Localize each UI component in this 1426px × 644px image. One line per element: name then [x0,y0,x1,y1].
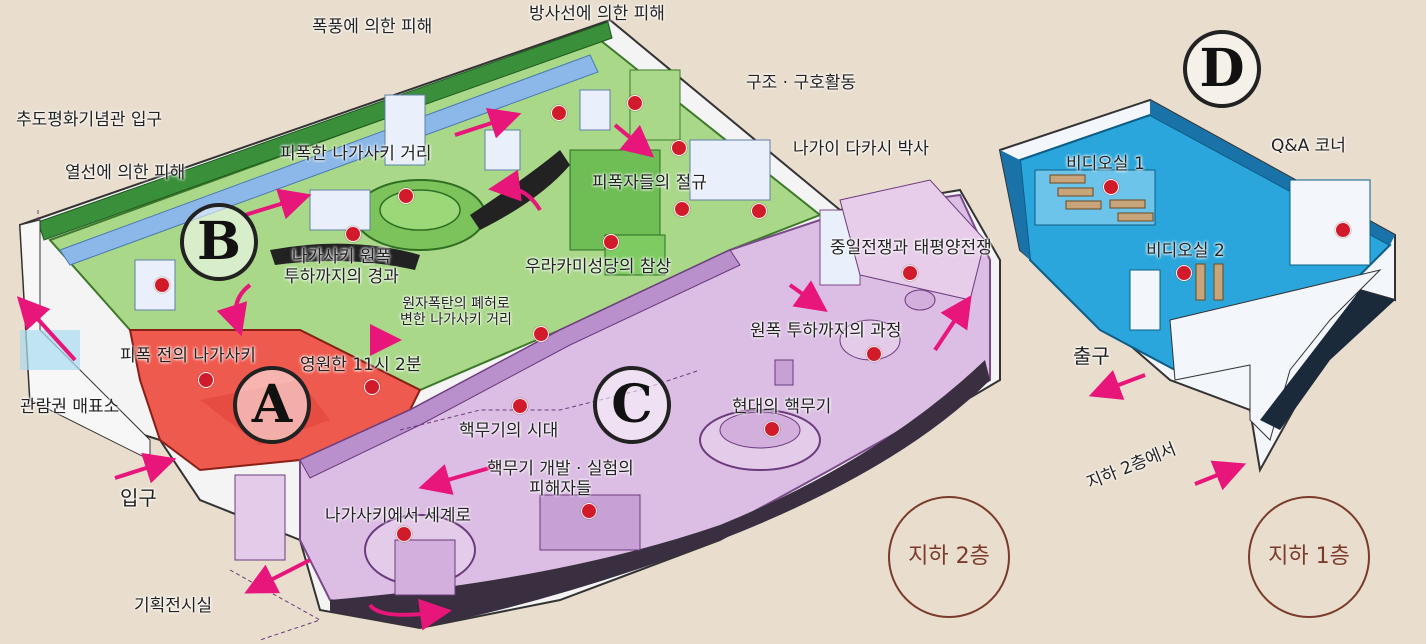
label-video1: 비디오실 1 [1066,154,1145,174]
marker-nuclear-age [512,398,528,414]
label-nagai: 나가이 다카시 박사 [793,139,929,159]
zone-c-badge: C [593,366,671,444]
label-bombed-street: 피폭한 나가사키 거리 [280,144,432,164]
marker-eternal [364,379,380,395]
label-dev-line1: 핵무기 개발 · 실험의 [487,459,634,479]
label-to-world: 나가사키에서 세계로 [325,506,472,526]
label-ticket: 관람권 매표소 [20,397,120,417]
label-heat: 열선에 의한 피해 [65,163,186,183]
label-ruins-line2: 변한 나가사키 거리 [400,312,512,329]
marker-victims-cry [674,201,690,217]
marker-bombed-street [398,188,414,204]
marker-modern [764,421,780,437]
label-history-line2: 투하까지의 경과 [284,266,399,287]
marker-storm [551,105,567,121]
zone-b-badge: B [180,203,258,281]
label-rescue: 구조 · 구호활동 [746,73,857,93]
label-exit: 출구 [1073,344,1110,368]
marker-to-world [396,526,412,542]
label-process: 원폭 투하까지의 과정 [750,321,902,341]
label-sino-japanese: 중일전쟁과 태평양전쟁 [830,238,992,258]
marker-video1 [1103,179,1119,195]
zone-a-badge: A [233,366,311,444]
zone-d-badge: D [1183,30,1261,108]
label-nuclear-age: 핵무기의 시대 [459,421,559,441]
marker-ruins [533,326,549,342]
marker-radiation [627,95,643,111]
marker-history [345,226,361,242]
b2-top-wall [37,21,613,241]
marker-sino-japanese [902,265,918,281]
label-qa: Q&A 코너 [1271,136,1346,156]
zone-c-wall [299,249,741,479]
label-victims-cry: 피폭자들의 절규 [592,173,707,193]
marker-heat [154,277,170,293]
marker-nagai [751,203,767,219]
label-memorial-entrance: 추도평화기념관 입구 [16,110,163,130]
label-before: 피폭 전의 나가사키 [120,346,256,366]
marker-dev-victims [581,503,597,519]
label-modern: 현대의 핵무기 [732,397,832,417]
marker-video2 [1176,265,1192,281]
marker-urakami [603,234,619,250]
label-history-line1: 나가사키 원폭 [291,247,392,267]
marker-before [198,372,214,388]
zone-c-curved-wall [330,360,990,628]
label-radiation: 방사선에 의한 피해 [529,4,665,24]
marker-process [866,346,882,362]
floor-b2-badge: 지하 2층 [888,496,1010,618]
marker-qa [1335,222,1351,238]
label-special: 기획전시실 [134,596,213,616]
label-video2: 비디오실 2 [1146,241,1225,261]
label-urakami: 우라카미성당의 참상 [525,257,672,277]
label-eternal: 영원한 11시 2분 [300,355,422,375]
label-ruins: 원자폭탄의 폐허로 변한 나가사키 거리 [400,296,512,328]
floor-b1-badge: 지하 1층 [1248,496,1370,618]
label-storm: 폭풍에 의한 피해 [312,17,433,37]
label-dev-victims: 핵무기 개발 · 실험의 피해자들 [487,459,634,499]
label-history: 나가사키 원폭 투하까지의 경과 [284,247,399,287]
marker-rescue [671,140,687,156]
label-entrance: 입구 [120,486,157,510]
label-ruins-line1: 원자폭탄의 폐허로 [402,296,510,312]
label-dev-line2: 피해자들 [529,478,592,499]
